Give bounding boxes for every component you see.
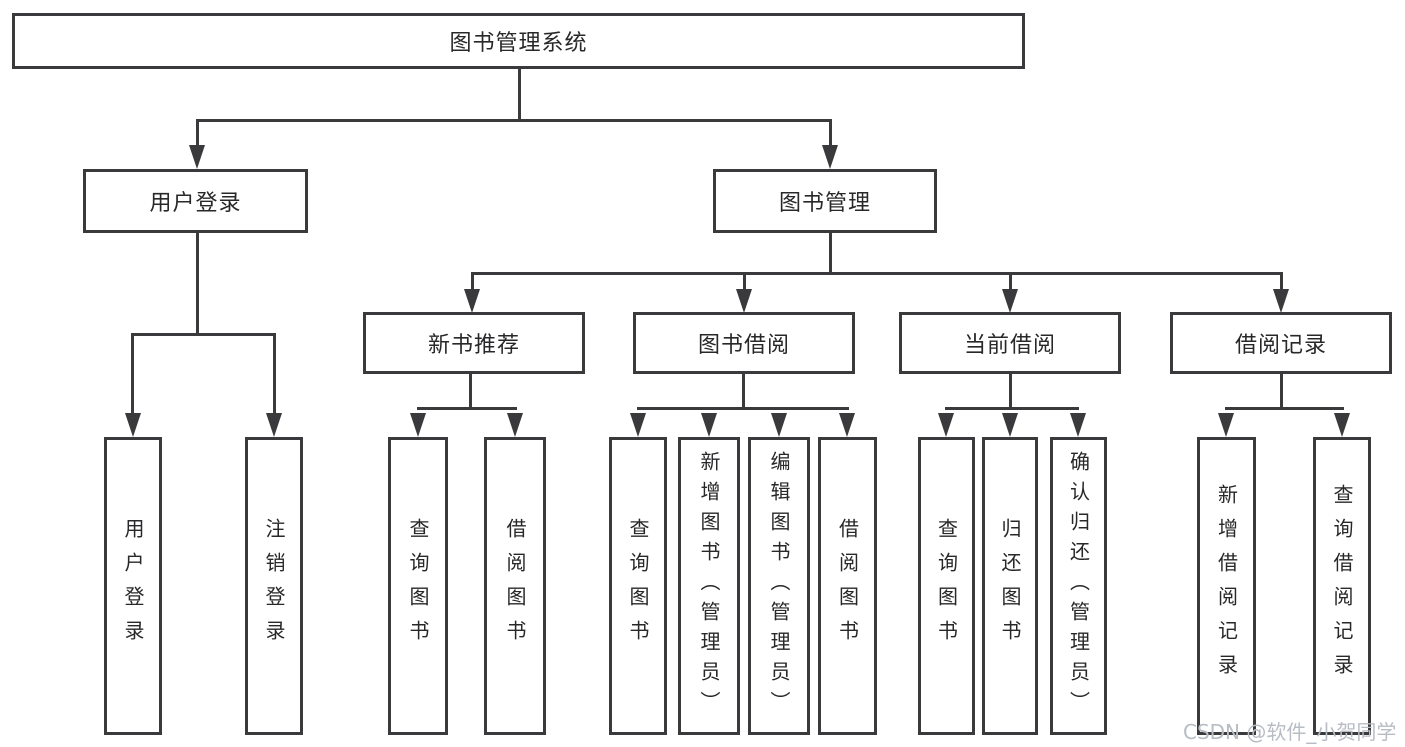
- leaf-logout-label: 注销登录: [262, 518, 286, 654]
- connector-h: [1225, 407, 1344, 410]
- node-new-book-recommend: 新书推荐: [363, 312, 585, 374]
- connector-v: [131, 333, 134, 415]
- arrowhead-down-icon: [1218, 413, 1234, 437]
- connector-h: [131, 333, 276, 336]
- arrowhead-down-icon: [1334, 413, 1350, 437]
- node-new-book-recommend-label: 新书推荐: [427, 333, 520, 358]
- leaf-add-borrow-record-label: 新增借阅记录: [1214, 484, 1239, 688]
- leaf-query-books-borrowing-label: 查询图书: [626, 518, 650, 654]
- arrowhead-down-icon: [1002, 413, 1018, 437]
- arrowhead-down-icon: [736, 289, 752, 313]
- arrowhead-down-icon: [266, 413, 282, 437]
- connector-v: [196, 233, 199, 335]
- connector-v: [742, 373, 745, 410]
- connector-v: [1009, 373, 1012, 410]
- leaf-add-book-admin-label: 新增图书（管理员）: [697, 451, 721, 721]
- connector-h: [471, 272, 1283, 275]
- connector-v: [196, 119, 199, 149]
- leaf-confirm-return-admin-label: 确认归还（管理员）: [1066, 451, 1091, 721]
- arrowhead-down-icon: [701, 413, 717, 437]
- arrowhead-down-icon: [771, 413, 787, 437]
- node-book-borrowing-label: 图书借阅: [697, 333, 790, 358]
- leaf-return-books-label: 归还图书: [998, 518, 1022, 654]
- connector-v: [1009, 272, 1012, 294]
- leaf-borrow-books-recommend-label: 借阅图书: [503, 518, 527, 654]
- leaf-edit-book-admin-label: 编辑图书（管理员）: [767, 451, 791, 721]
- leaf-query-borrow-record: 查询借阅记录: [1313, 437, 1371, 735]
- node-root: 图书管理系统: [12, 13, 1025, 69]
- node-borrowing-records-label: 借阅记录: [1234, 333, 1327, 358]
- arrowhead-down-icon: [189, 145, 205, 169]
- connector-v: [273, 333, 276, 415]
- arrowhead-down-icon: [630, 413, 646, 437]
- leaf-query-books-recommend: 查询图书: [388, 437, 448, 735]
- node-borrowing-records: 借阅记录: [1170, 312, 1392, 374]
- node-book-management: 图书管理: [713, 169, 937, 233]
- arrowhead-down-icon: [822, 145, 838, 169]
- node-current-borrowing: 当前借阅: [899, 312, 1121, 374]
- leaf-add-book-admin: 新增图书（管理员）: [678, 437, 740, 735]
- leaf-query-borrow-record-label: 查询借阅记录: [1330, 484, 1354, 688]
- connector-v: [518, 66, 521, 122]
- connector-h: [637, 407, 849, 410]
- leaf-query-books-current: 查询图书: [918, 437, 975, 735]
- node-book-management-label: 图书管理: [778, 191, 871, 216]
- connector-v: [1280, 272, 1283, 294]
- leaf-add-borrow-record: 新增借阅记录: [1197, 437, 1256, 735]
- connector-h: [945, 407, 1079, 410]
- leaf-return-books: 归还图书: [982, 437, 1038, 735]
- connector-v: [743, 272, 746, 294]
- node-current-borrowing-label: 当前借阅: [963, 333, 1056, 358]
- arrowhead-down-icon: [1273, 289, 1289, 313]
- arrowhead-down-icon: [125, 413, 141, 437]
- node-user-login-label: 用户登录: [149, 191, 242, 216]
- leaf-borrow-books-borrowing-label: 借阅图书: [835, 518, 860, 654]
- arrowhead-down-icon: [938, 413, 954, 437]
- node-user-login: 用户登录: [83, 169, 308, 233]
- arrowhead-down-icon: [1002, 289, 1018, 313]
- connector-v: [469, 373, 472, 410]
- arrowhead-down-icon: [464, 289, 480, 313]
- arrowhead-down-icon: [1070, 413, 1086, 437]
- leaf-confirm-return-admin: 确认归还（管理员）: [1050, 437, 1107, 735]
- connector-v: [829, 233, 832, 275]
- leaf-query-books-current-label: 查询图书: [934, 518, 959, 654]
- leaf-user-login: 用户登录: [104, 437, 162, 735]
- leaf-user-login-label: 用户登录: [121, 518, 145, 654]
- arrowhead-down-icon: [839, 413, 855, 437]
- connector-h: [196, 119, 832, 122]
- connector-v: [1280, 373, 1283, 410]
- leaf-borrow-books-borrowing: 借阅图书: [818, 437, 877, 735]
- arrowhead-down-icon: [507, 413, 523, 437]
- node-book-borrowing: 图书借阅: [633, 312, 855, 374]
- watermark: CSDN @软件_小贺同学: [1183, 720, 1397, 744]
- leaf-edit-book-admin: 编辑图书（管理员）: [748, 437, 810, 735]
- leaf-query-books-recommend-label: 查询图书: [406, 518, 430, 654]
- leaf-borrow-books-recommend: 借阅图书: [484, 437, 546, 735]
- connector-v: [829, 119, 832, 149]
- arrowhead-down-icon: [410, 413, 426, 437]
- node-root-label: 图书管理系统: [449, 31, 588, 56]
- connector-h: [417, 407, 517, 410]
- leaf-query-books-borrowing: 查询图书: [609, 437, 667, 735]
- leaf-logout: 注销登录: [245, 437, 303, 735]
- connector-v: [471, 272, 474, 294]
